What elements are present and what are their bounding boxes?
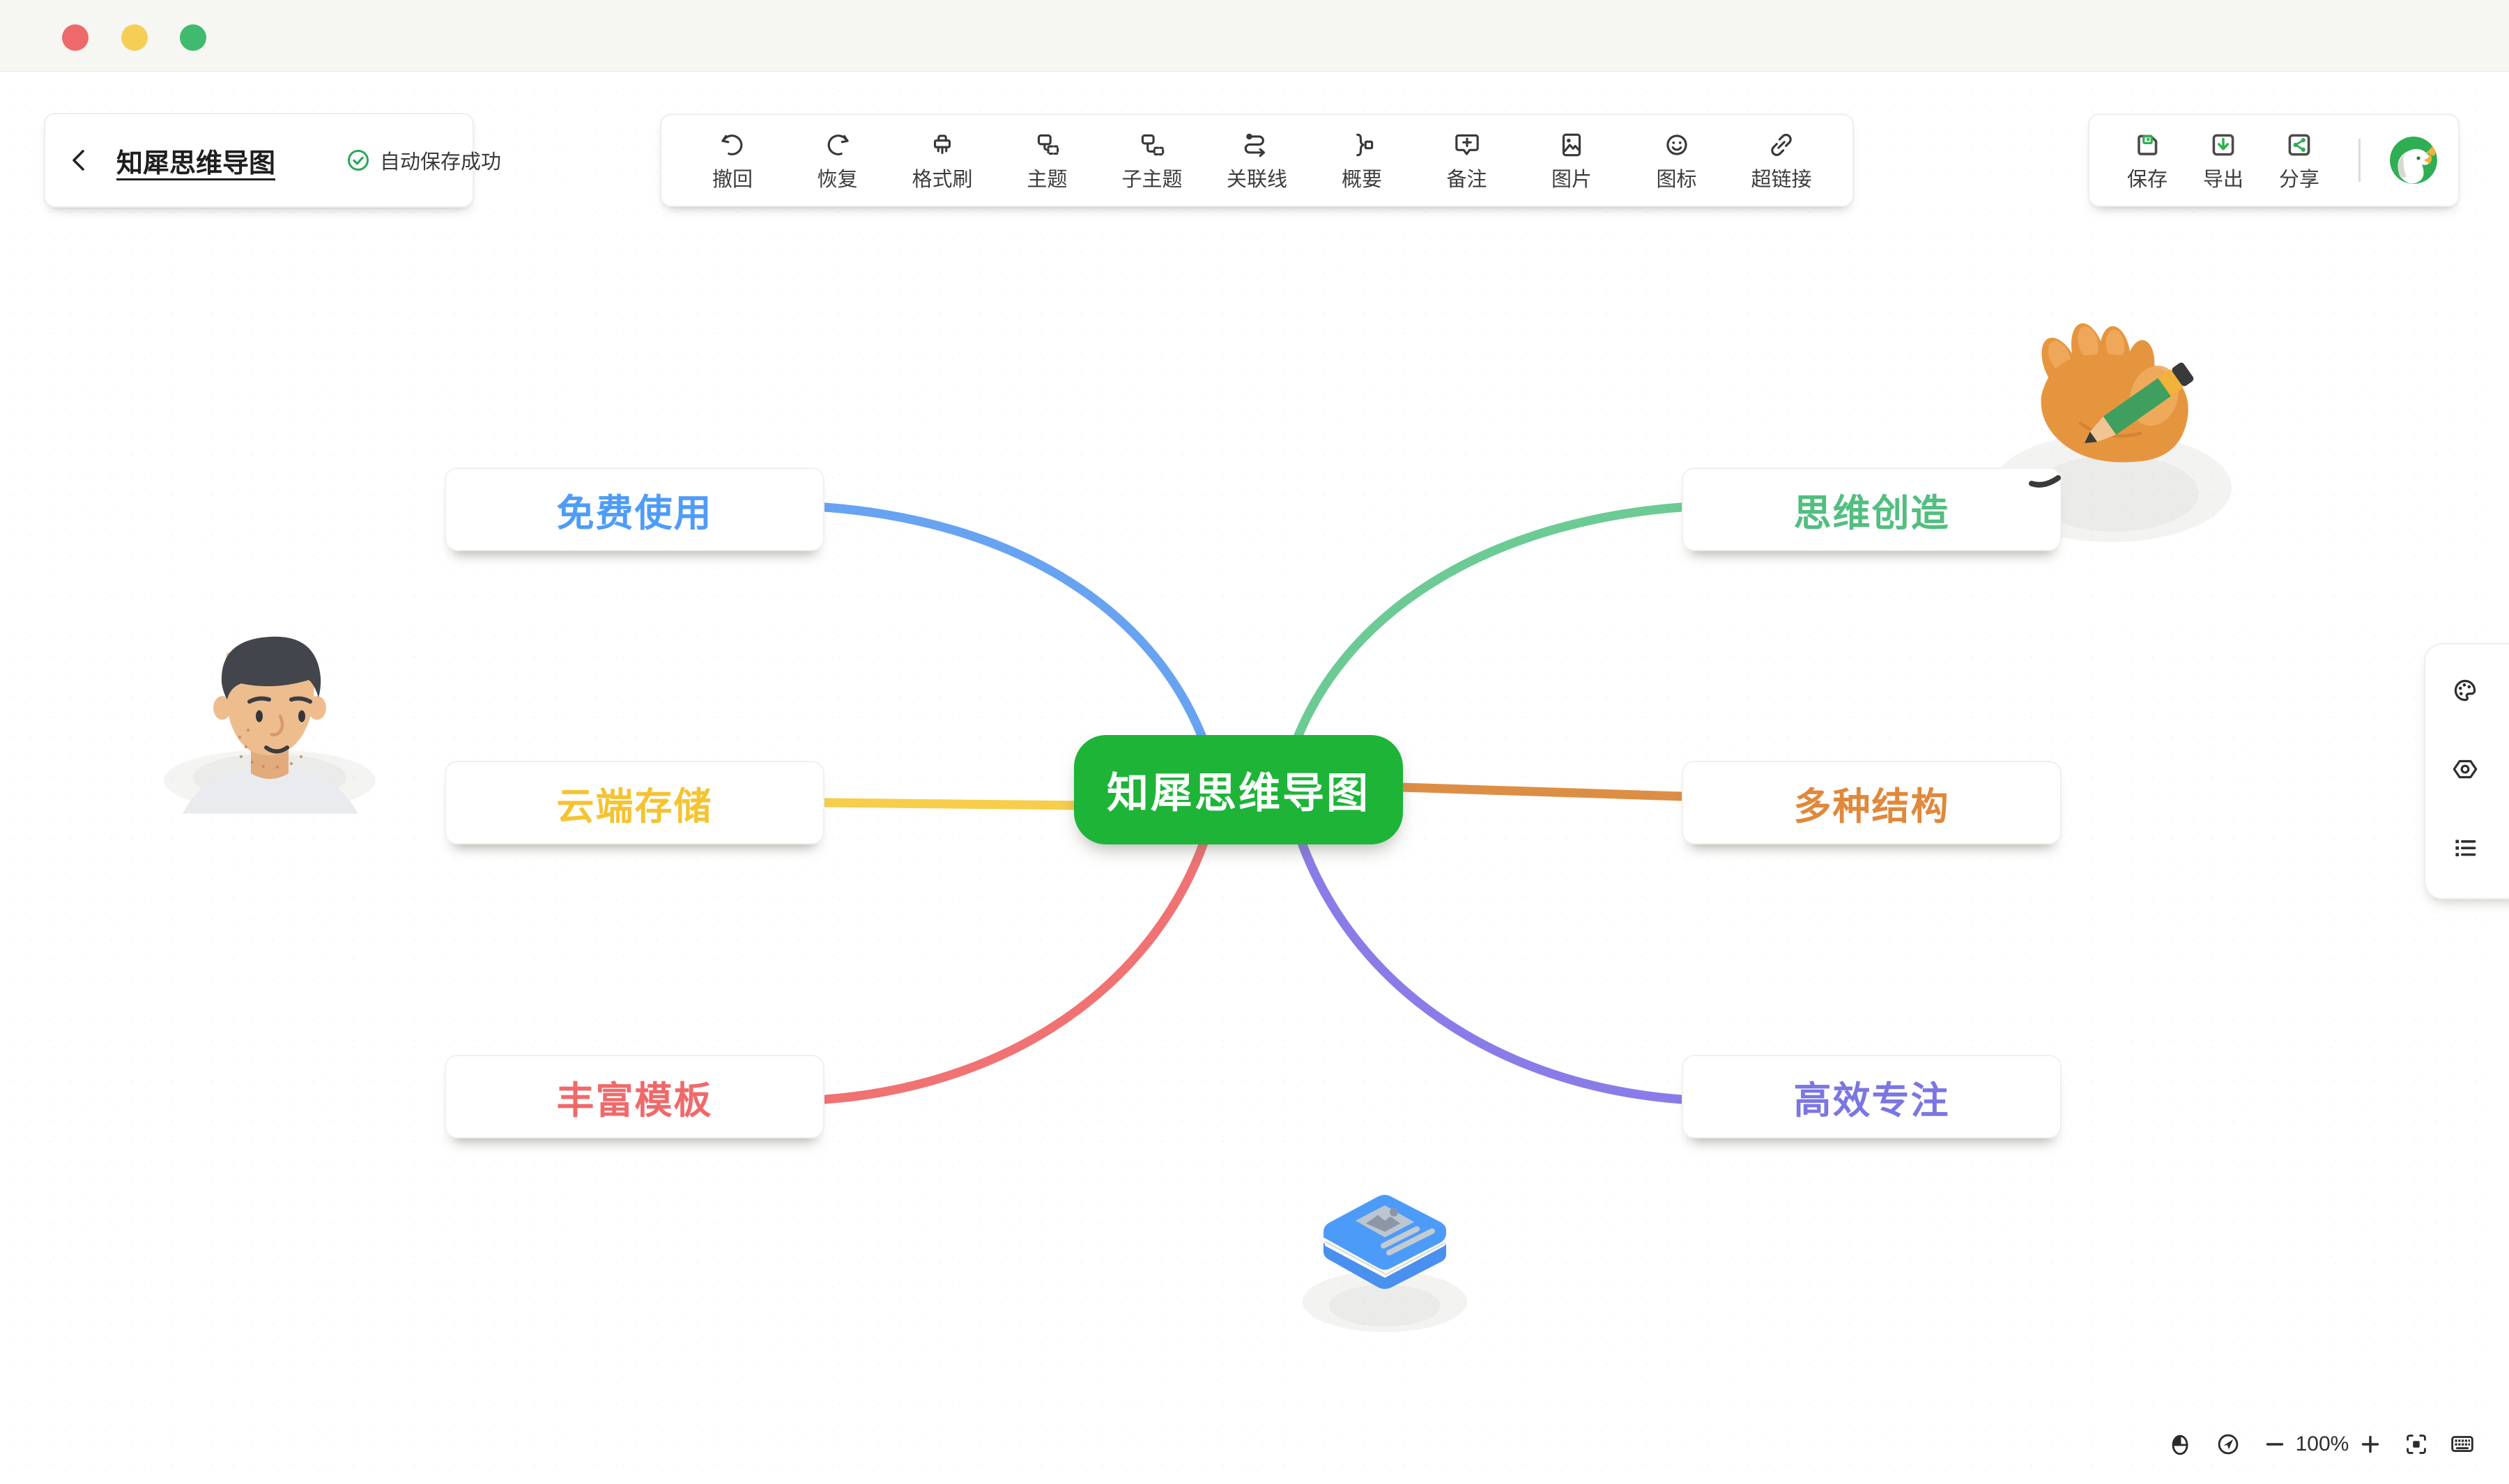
image-label: 图片: [1551, 168, 1592, 191]
navigate-button[interactable]: [2213, 1430, 2243, 1459]
connector-middle-right: [1397, 782, 1687, 801]
format-painter-button[interactable]: 格式刷: [907, 129, 977, 192]
connector-bottom-right: [1297, 838, 1687, 1104]
icon-button[interactable]: 图标: [1642, 129, 1712, 192]
keyboard-shortcuts-button[interactable]: [2448, 1430, 2477, 1459]
mindmap-node-mind-creation[interactable]: 思维创造: [1682, 467, 2062, 551]
hexagon-settings-icon[interactable]: [2449, 753, 2481, 785]
man-illustration: [164, 636, 376, 814]
mindmap-node-cloud-storage[interactable]: 云端存储: [445, 761, 824, 844]
autosave-status: 自动保存成功: [346, 146, 501, 175]
keyboard-icon: [2451, 1436, 2473, 1452]
connector-top-left: [820, 502, 1207, 742]
summary-icon: [1356, 133, 1374, 156]
outline-list-icon[interactable]: [2449, 832, 2481, 864]
note-button[interactable]: 备注: [1432, 129, 1502, 192]
zoom-out-button[interactable]: [2260, 1430, 2289, 1459]
share-button[interactable]: 分享: [2272, 129, 2326, 192]
mindmap-root-node[interactable]: 知犀思维导图: [1074, 735, 1403, 844]
window-minimize-button[interactable]: [121, 24, 148, 51]
topic-icon: [1037, 134, 1059, 155]
actions-divider: [2358, 139, 2361, 182]
fit-screen-button[interactable]: [2402, 1430, 2431, 1459]
undo-button[interactable]: 撤回: [698, 129, 767, 192]
share-icon: [2288, 134, 2310, 155]
check-circle-icon: [348, 150, 369, 171]
window-maximize-button[interactable]: [180, 24, 206, 51]
style-side-panel: [2424, 643, 2509, 899]
mindmap-node-structures[interactable]: 多种结构: [1682, 761, 2062, 844]
subtopic-button[interactable]: 子主题: [1117, 129, 1187, 192]
export-icon: [2212, 134, 2234, 155]
minus-icon: [2266, 1443, 2284, 1446]
main-toolbar: 撤回 恢复 格式刷 主题: [660, 114, 1854, 207]
save-button[interactable]: 保存: [2120, 129, 2174, 192]
file-actions-card: 保存 导出 分享: [2088, 114, 2460, 207]
summary-button[interactable]: 概要: [1327, 129, 1397, 192]
mindmap-node-focus[interactable]: 高效专注: [1682, 1055, 2062, 1138]
hyperlink-icon: [1771, 133, 1792, 156]
autosave-status-text: 自动保存成功: [380, 151, 502, 173]
format-painter-icon: [933, 134, 951, 154]
user-avatar[interactable]: [2390, 137, 2437, 184]
image-icon: [1562, 133, 1581, 156]
relation-line-button[interactable]: 关联线: [1222, 129, 1292, 192]
zoom-in-button[interactable]: [2356, 1430, 2385, 1459]
palette-icon[interactable]: [2449, 674, 2481, 706]
summary-label: 概要: [1341, 168, 1382, 191]
note-label: 备注: [1446, 168, 1487, 191]
zoom-level[interactable]: 100%: [2295, 1432, 2349, 1455]
topic-label: 主题: [1027, 168, 1068, 191]
navigate-icon: [2218, 1434, 2239, 1455]
save-label: 保存: [2126, 168, 2167, 191]
save-icon: [2138, 134, 2158, 155]
mindmap-node-free-use[interactable]: 免费使用: [445, 467, 824, 551]
redo-label: 恢复: [817, 168, 858, 191]
fit-screen-icon: [2407, 1435, 2426, 1454]
back-icon[interactable]: [66, 147, 93, 173]
connector-top-right: [1293, 502, 1687, 742]
export-label: 导出: [2202, 168, 2243, 191]
smiley-icon: [1666, 134, 1687, 155]
document-header-card: 知犀思维导图 自动保存成功: [44, 113, 501, 208]
rhino-logo-icon: [2390, 137, 2437, 184]
connector-bottom-left: [820, 838, 1209, 1104]
plus-icon: [2361, 1435, 2379, 1453]
redo-button[interactable]: 恢复: [803, 129, 873, 192]
relation-line-label: 关联线: [1226, 168, 1287, 191]
topic-button[interactable]: 主题: [1013, 129, 1082, 192]
export-button[interactable]: 导出: [2196, 129, 2250, 192]
note-icon: [1455, 134, 1479, 155]
undo-label: 撤回: [712, 168, 753, 191]
connector-middle-left: [820, 798, 1082, 810]
mouse-icon: [2172, 1435, 2188, 1455]
share-label: 分享: [2278, 168, 2319, 191]
mindmap-node-rich-templates[interactable]: 丰富模板: [445, 1055, 824, 1138]
format-painter-label: 格式刷: [912, 168, 973, 191]
subtopic-icon: [1141, 134, 1165, 155]
subtopic-label: 子主题: [1121, 168, 1183, 191]
window-close-button[interactable]: [62, 24, 89, 51]
window-titlebar: [0, 0, 2509, 72]
hyperlink-button[interactable]: 超链接: [1747, 129, 1816, 192]
hyperlink-label: 超链接: [1751, 168, 1812, 191]
book-illustration: [1303, 1195, 1467, 1332]
redo-icon: [827, 134, 849, 155]
mouse-mode-button[interactable]: [2166, 1430, 2195, 1459]
image-button[interactable]: 图片: [1537, 129, 1606, 192]
document-title[interactable]: 知犀思维导图: [116, 148, 276, 178]
undo-icon: [721, 134, 743, 155]
relation-line-icon: [1244, 133, 1265, 157]
icon-label: 图标: [1656, 168, 1697, 191]
hand-with-pencil-illustration: [2029, 323, 2194, 488]
